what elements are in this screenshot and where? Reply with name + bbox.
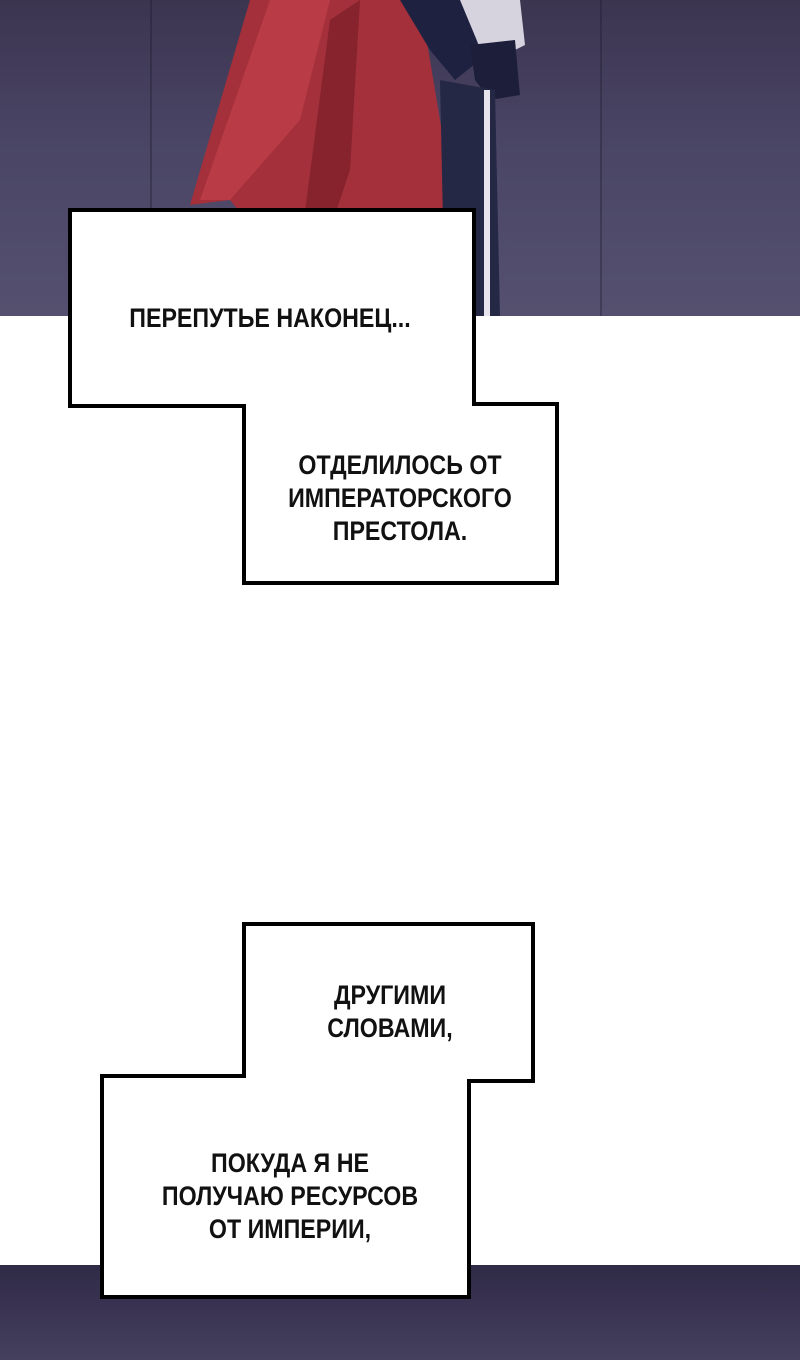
wall-seam [600, 0, 602, 316]
caption-line: СЛОВАМИ, [327, 1013, 453, 1043]
caption-line: ПОЛУЧАЮ РЕСУРСОВ [161, 1181, 419, 1211]
caption-resources-from-empire: ПОКУДА Я НЕ ПОЛУЧАЮ РЕСУРСОВ ОТ ИМПЕРИИ, [152, 1147, 427, 1246]
caption-crossroads: ПЕРЕПУТЬЕ НАКОНЕЦ... [129, 303, 411, 333]
caption-box-upper [0, 0, 800, 600]
caption-line: ПОКУДА Я НЕ [211, 1148, 369, 1178]
caption-in-other-words: ДРУГИМИ СЛОВАМИ, [304, 979, 476, 1045]
caption-box-upper-shape [68, 208, 559, 585]
caption-line: ДРУГИМИ [333, 980, 447, 1010]
wall-seam [150, 0, 152, 316]
caption-line: ПРЕСТОЛА. [332, 516, 468, 546]
caption-line: ОТ ИМПЕРИИ, [208, 1214, 372, 1244]
caption-line: ИМПЕРАТОРСКОГО [288, 483, 512, 513]
caption-separated-from-throne: ОТДЕЛИЛОСЬ ОТ ИМПЕРАТОРСКОГО ПРЕСТОЛА. [275, 449, 524, 548]
caption-line: ОТДЕЛИЛОСЬ ОТ [298, 450, 502, 480]
